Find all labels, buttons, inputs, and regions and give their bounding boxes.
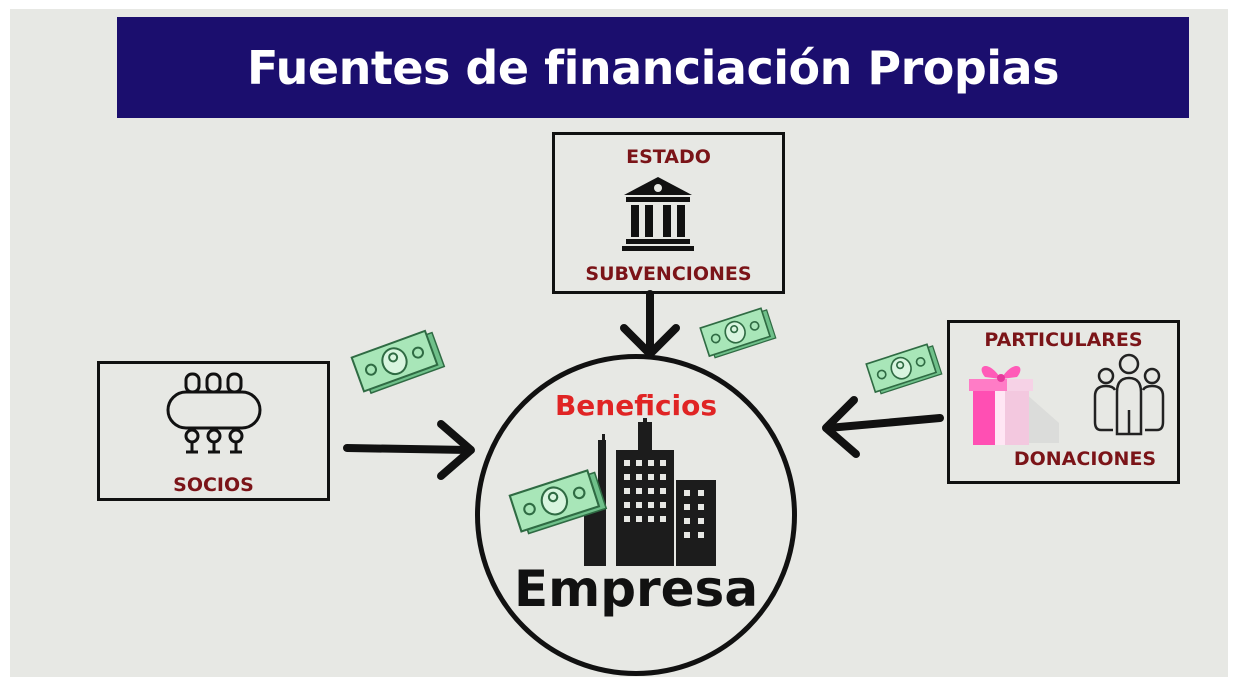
gift-icon xyxy=(967,357,1063,449)
title-banner: Fuentes de financiación Propias xyxy=(117,17,1189,118)
arrow-particulares-to-empresa xyxy=(820,392,946,458)
subvenciones-label: SUBVENCIONES xyxy=(585,263,752,285)
empresa-circle xyxy=(475,354,797,676)
beneficios-label: Beneficios xyxy=(554,389,718,422)
empresa-label: Empresa xyxy=(513,560,759,618)
bank-icon xyxy=(622,175,694,251)
donaciones-label: DONACIONES xyxy=(1013,448,1157,470)
money-bill-icon xyxy=(698,304,778,362)
money-bill-icon xyxy=(864,340,944,398)
estado-label: ESTADO xyxy=(626,146,711,168)
people-group-icon xyxy=(1093,352,1165,438)
socios-label: SOCIOS xyxy=(173,474,254,496)
arrow-socios-to-empresa xyxy=(343,418,483,482)
particulares-label: PARTICULARES xyxy=(984,329,1143,351)
money-bill-icon xyxy=(349,326,447,397)
arrow-estado-to-empresa xyxy=(610,290,690,362)
diagram-title: Fuentes de financiación Propias xyxy=(247,40,1059,95)
money-bill-icon xyxy=(507,465,609,539)
meeting-table-icon xyxy=(164,372,264,456)
